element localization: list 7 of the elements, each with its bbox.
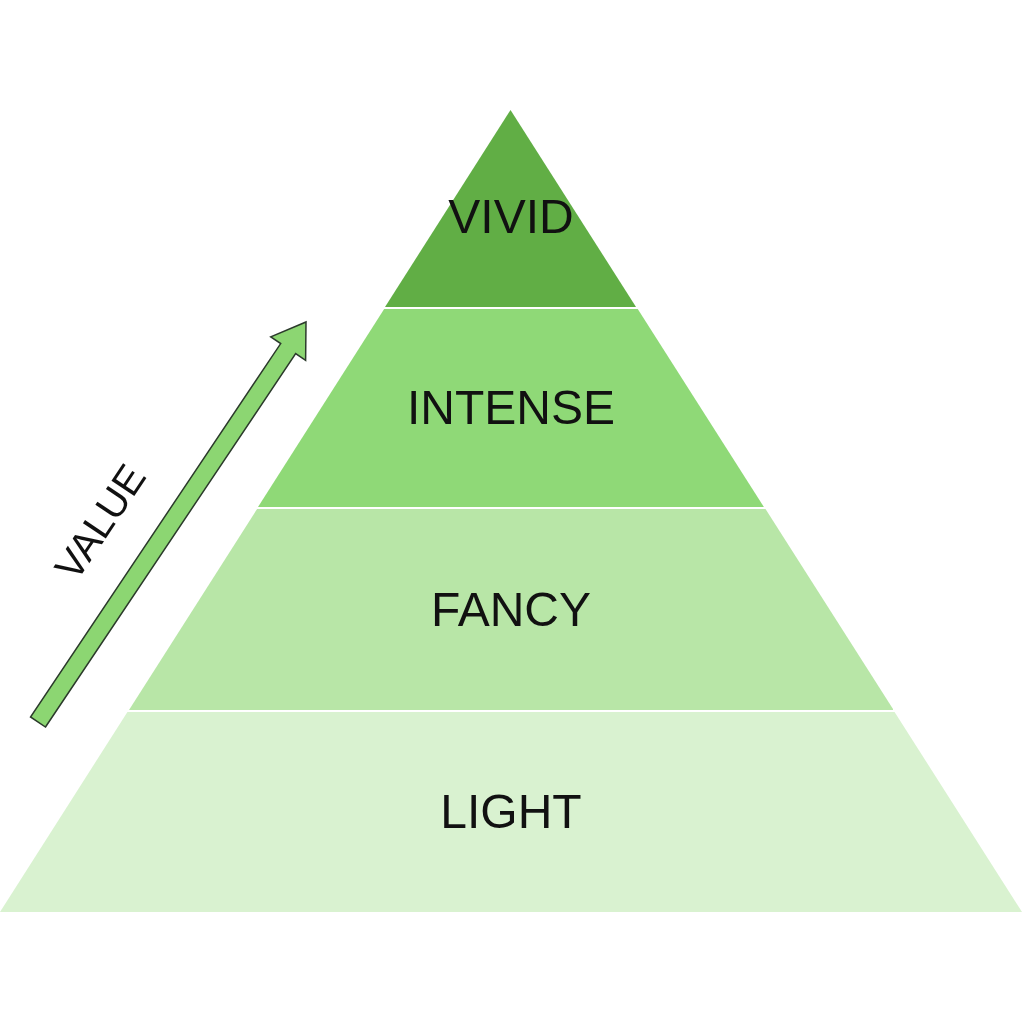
tier-label: LIGHT bbox=[440, 788, 582, 836]
tier-label: FANCY bbox=[430, 585, 591, 634]
pyramid-tier bbox=[258, 309, 764, 507]
tier-label: INTENSE bbox=[406, 384, 615, 432]
tier-label: VIVID bbox=[448, 192, 574, 241]
pyramid-tier bbox=[0, 712, 1022, 912]
pyramid-apex-triangle bbox=[385, 110, 637, 307]
